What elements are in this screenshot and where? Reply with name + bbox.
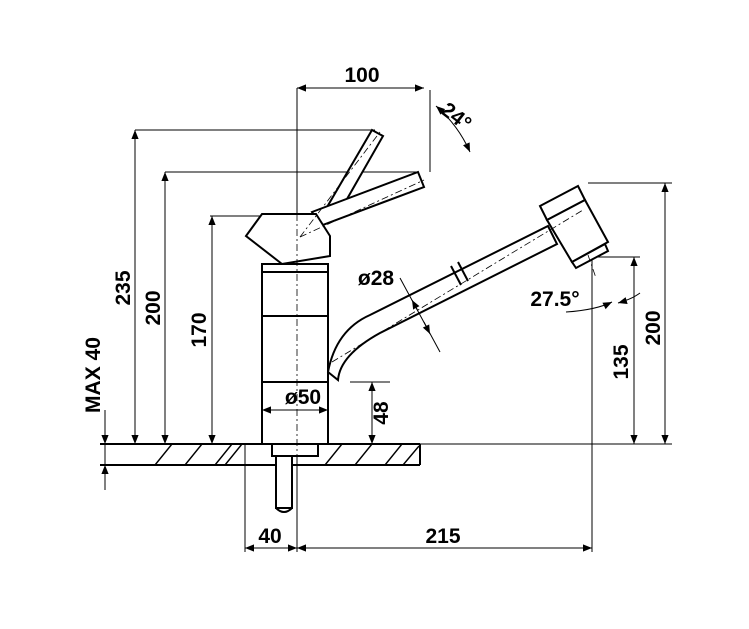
dim-height-235: 235 — [112, 270, 135, 305]
dimension-labels: 100 24° 235 200 170 MAX 40 ø28 27.5° 200… — [82, 64, 665, 548]
dim-base-height: 48 — [370, 401, 393, 425]
dim-lever-angle: 24° — [436, 98, 475, 136]
lever-handle — [244, 128, 426, 266]
dim-spout-reach-top: 100 — [344, 64, 379, 87]
dim-height-200-right: 200 — [642, 310, 665, 345]
dim-spout-diameter: ø28 — [358, 267, 395, 290]
countertop — [100, 443, 421, 466]
dim-height-135: 135 — [610, 344, 633, 379]
dim-spray-angle: 27.5° — [530, 288, 579, 311]
supply-hose — [275, 455, 293, 513]
dim-bottom-40: 40 — [258, 525, 281, 548]
dim-max-counter: MAX 40 — [82, 337, 105, 413]
center-lines — [296, 131, 597, 515]
dim-height-170: 170 — [188, 312, 211, 347]
dim-bottom-215: 215 — [425, 525, 460, 548]
dimension-lines — [101, 84, 669, 552]
dim-body-diameter: ø50 — [285, 386, 321, 409]
faucet-body — [261, 263, 329, 457]
dim-height-200-left: 200 — [142, 290, 165, 325]
pull-out-spout — [326, 184, 610, 382]
